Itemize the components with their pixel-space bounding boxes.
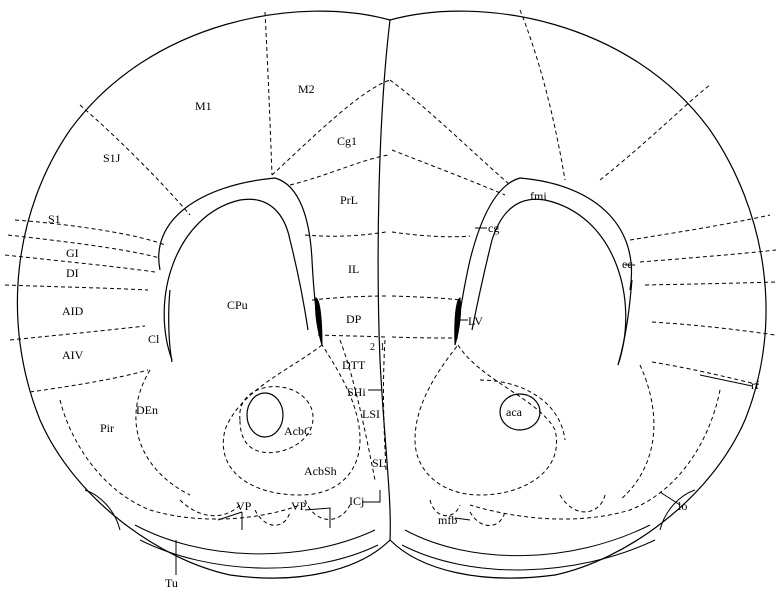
boundary-right-5 xyxy=(630,215,770,240)
label-rf: rf xyxy=(751,378,759,392)
label-aid: AID xyxy=(62,304,84,318)
label-dtt: DTT xyxy=(342,358,366,372)
right-acb-outer xyxy=(415,345,557,495)
boundary-s1-gi xyxy=(8,235,160,258)
label-vp-left: VP xyxy=(236,499,252,513)
boundary-right-6 xyxy=(640,250,776,262)
septum-icj-marker xyxy=(362,490,380,502)
label-s1j: S1J xyxy=(103,151,121,165)
left-lo xyxy=(85,490,120,530)
left-acb-outer xyxy=(223,345,360,495)
label-sl: SL xyxy=(372,456,386,470)
left-lateral-ventricle xyxy=(315,298,322,345)
vp-left-marker xyxy=(218,512,242,530)
label-tu: Tu xyxy=(165,576,178,590)
left-corpus-callosum-inner xyxy=(164,199,308,360)
left-ventral-pallidum-blobs xyxy=(180,500,350,525)
boundary-right-2 xyxy=(392,150,505,195)
boundary-di-aid xyxy=(5,285,148,290)
right-acb-inner xyxy=(480,380,565,440)
label-lo: lo xyxy=(678,499,687,513)
boundary-right-4 xyxy=(600,85,710,180)
label-s1: S1 xyxy=(48,212,61,226)
left-acbc-region xyxy=(240,387,313,453)
boundary-right-1 xyxy=(390,80,510,185)
right-rf-line xyxy=(700,375,752,386)
label-cl: Cl xyxy=(148,332,160,346)
left-anterior-commissure xyxy=(247,393,283,437)
label-cg: cg xyxy=(488,221,499,235)
label-il: IL xyxy=(348,262,359,276)
boundary-right-3 xyxy=(520,10,565,180)
label-shi: SHi xyxy=(347,385,366,399)
boundary-aid-aiv xyxy=(10,326,145,340)
boundary-prl-il xyxy=(305,232,386,236)
right-tu-bands xyxy=(402,525,655,570)
boundary-m1-s1j xyxy=(80,105,190,215)
label-2: 2 xyxy=(370,342,375,353)
right-hemisphere-outline xyxy=(390,11,766,578)
label-fmi: fmi xyxy=(530,189,547,203)
left-den-boundary xyxy=(136,370,190,495)
boundary-right-9 xyxy=(652,362,760,385)
label-m1: M1 xyxy=(195,99,212,113)
label-vp-mid: VP xyxy=(291,499,307,513)
right-ec-line xyxy=(618,280,632,365)
label-ec: ec xyxy=(622,257,633,271)
boundary-right-prl xyxy=(392,232,470,237)
boundary-il-dp xyxy=(312,296,386,300)
left-tu-bands xyxy=(135,525,378,568)
left-pir-region xyxy=(60,400,300,519)
label-gi: GI xyxy=(66,246,79,260)
boundary-m1-m2 xyxy=(265,12,272,175)
left-corpus-callosum-outer xyxy=(159,178,322,345)
label-lv: LV xyxy=(468,314,483,328)
boundary-aiv-pir xyxy=(30,370,148,392)
label-m2: M2 xyxy=(298,82,315,96)
right-outer-dashed xyxy=(620,365,654,500)
boundary-right-dp xyxy=(392,337,458,338)
left-hemisphere-outline xyxy=(17,11,390,578)
label-mfb: mfb xyxy=(438,513,457,527)
label-pir: Pir xyxy=(100,421,114,435)
vp-mid-marker xyxy=(305,508,330,528)
label-icj: ICj xyxy=(349,494,364,508)
label-aiv: AIV xyxy=(62,348,84,362)
label-den: DEn xyxy=(136,403,158,417)
label-dp: DP xyxy=(346,312,362,326)
label-cg1: Cg1 xyxy=(337,134,357,148)
right-lo-line xyxy=(660,492,680,505)
label-lsi: LSI xyxy=(362,407,380,421)
label-acbsh: AcbSh xyxy=(304,464,337,478)
boundary-m2-cg1 xyxy=(272,80,390,175)
boundary-right-8 xyxy=(652,322,775,335)
label-1: 1 xyxy=(380,342,385,353)
boundary-right-il xyxy=(392,296,460,300)
boundary-gi-di xyxy=(5,255,155,272)
boundary-dp-dtt xyxy=(318,335,385,337)
boundary-cg1-prl xyxy=(290,155,388,185)
label-aca: aca xyxy=(506,405,523,419)
boundary-s1j-s1 xyxy=(15,220,165,245)
label-cpu: CPu xyxy=(227,298,248,312)
label-di: DI xyxy=(66,266,79,280)
label-prl: PrL xyxy=(340,193,358,207)
label-acbc: AcbC xyxy=(284,424,312,438)
boundary-right-7 xyxy=(645,282,778,285)
